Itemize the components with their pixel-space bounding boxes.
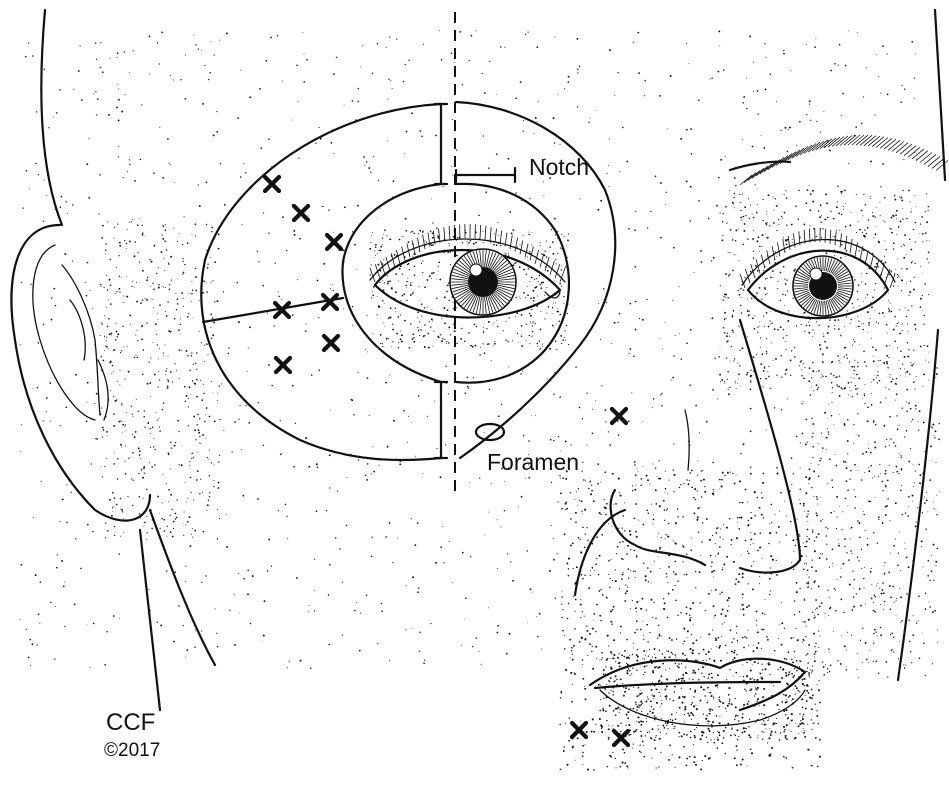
nose (575, 320, 800, 595)
credit-year: ©2017 (104, 740, 160, 761)
x-mark (612, 409, 626, 423)
eye-right (740, 228, 895, 318)
notch-label: Notch (529, 154, 589, 180)
x-mark (324, 336, 338, 350)
x-mark (327, 235, 341, 249)
ear (11, 225, 150, 521)
head-outline (41, 10, 945, 710)
x-mark (276, 358, 290, 372)
foramen-opening (476, 424, 504, 440)
eyebrow-right (740, 135, 948, 185)
x-mark (294, 206, 308, 220)
x-mark (572, 723, 586, 737)
credit-studio: CCF (106, 709, 155, 736)
eye-left (370, 224, 565, 318)
stipple-shading (19, 30, 940, 770)
foramen-label: Foramen (487, 449, 579, 475)
x-mark (265, 177, 279, 191)
lips (590, 659, 805, 726)
x-mark (614, 731, 628, 745)
